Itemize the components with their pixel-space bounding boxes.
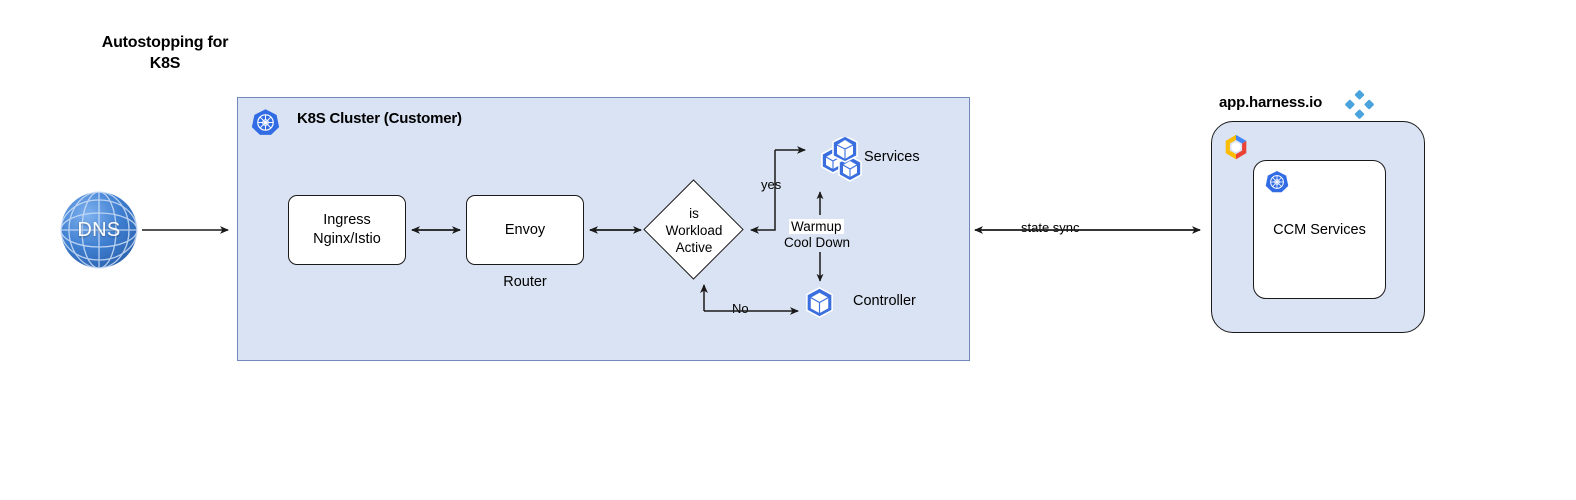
ingress-node: Ingress Nginx/Istio bbox=[288, 195, 406, 265]
services-label: Services bbox=[864, 149, 920, 165]
diagram-title: Autostopping for K8S bbox=[30, 32, 300, 74]
edge-label-state-sync: state sync bbox=[1018, 220, 1083, 235]
edge-label-cooldown: Cool Down bbox=[784, 235, 851, 250]
google-cloud-icon bbox=[1221, 132, 1251, 162]
ccm-services-label: CCM Services bbox=[1273, 222, 1366, 238]
diagram-title-line2: K8S bbox=[149, 55, 181, 72]
decision-node-workload-active: is Workload Active bbox=[643, 179, 744, 280]
router-label: Router bbox=[503, 274, 547, 290]
edge-label-no: No bbox=[732, 301, 749, 316]
k8s-pods-icon bbox=[809, 135, 867, 191]
edge-label-warmup: Warmup bbox=[789, 219, 844, 234]
kubernetes-icon bbox=[251, 108, 280, 137]
kubernetes-icon bbox=[1265, 170, 1289, 194]
dns-node: DNS bbox=[59, 190, 139, 270]
harness-diamond-logo bbox=[1344, 89, 1375, 120]
cluster-title: K8S Cluster (Customer) bbox=[297, 110, 462, 127]
diagram-title-line1: Autostopping for bbox=[101, 34, 229, 51]
edge-label-yes: yes bbox=[761, 177, 782, 192]
ingress-label-line2: Nginx/Istio bbox=[313, 231, 381, 247]
envoy-node: Envoy bbox=[466, 195, 584, 265]
decision-label-line2: Workload bbox=[665, 222, 723, 238]
decision-label-line1: is bbox=[689, 205, 699, 221]
ingress-label-line1: Ingress bbox=[323, 212, 371, 228]
dns-label: DNS bbox=[77, 218, 121, 241]
controller-label: Controller bbox=[853, 293, 916, 309]
decision-label-line3: Active bbox=[675, 239, 713, 255]
k8s-pod-icon bbox=[803, 286, 836, 319]
harness-label: app.harness.io bbox=[1219, 94, 1323, 111]
envoy-label: Envoy bbox=[504, 221, 546, 238]
